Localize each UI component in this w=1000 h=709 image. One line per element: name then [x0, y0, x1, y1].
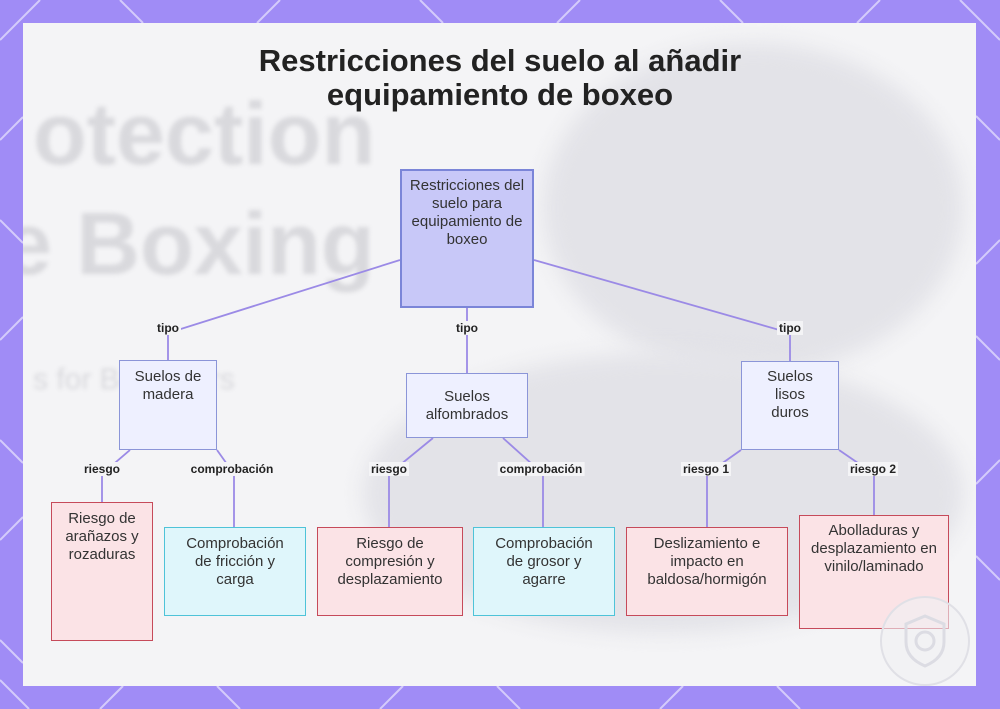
- node-label: Comprobación de fricción y carga: [179, 535, 291, 589]
- link-carpet-check: [503, 438, 543, 527]
- edge-label-riesgo: riesgo: [82, 462, 122, 476]
- edge-label-riesgo: riesgo: [369, 462, 409, 476]
- node-suelos-lisos-duros[interactable]: Suelos lisos duros: [741, 361, 839, 450]
- link-carpet-risk: [389, 438, 433, 527]
- root-node[interactable]: Restricciones del suelo para equipamient…: [400, 169, 534, 308]
- edge-label-tipo: tipo: [454, 321, 480, 335]
- node-label: Suelos lisos duros: [762, 368, 818, 422]
- edge-label-tipo: tipo: [155, 321, 181, 335]
- node-suelos-alfombrados[interactable]: Suelos alfombrados: [406, 373, 528, 438]
- node-comprobacion-friccion[interactable]: Comprobación de fricción y carga: [164, 527, 306, 616]
- node-suelos-madera[interactable]: Suelos de madera: [119, 360, 217, 450]
- shield-icon: [882, 598, 968, 684]
- node-comprobacion-grosor[interactable]: Comprobación de grosor y agarre: [473, 527, 615, 616]
- edge-label-riesgo-1: riesgo 1: [681, 462, 731, 476]
- link-wood-risk: [102, 450, 130, 502]
- node-label: Deslizamiento e impacto en baldosa/hormi…: [643, 535, 771, 589]
- link-hard-risk2: [839, 450, 874, 515]
- node-deslizamiento-impacto[interactable]: Deslizamiento e impacto en baldosa/hormi…: [626, 527, 788, 616]
- watermark-badge: [880, 596, 970, 686]
- node-label: Suelos alfombrados: [411, 388, 523, 424]
- node-label: Suelos de madera: [124, 368, 212, 404]
- edge-label-comprobacion: comprobación: [498, 462, 585, 476]
- link-root-hard: [534, 260, 790, 361]
- node-label: Riesgo de compresión y desplazamiento: [328, 535, 452, 589]
- edge-label-riesgo-2: riesgo 2: [848, 462, 898, 476]
- node-riesgo-compresion[interactable]: Riesgo de compresión y desplazamiento: [317, 527, 463, 616]
- node-riesgo-aranazos[interactable]: Riesgo de arañazos y rozaduras: [51, 502, 153, 641]
- node-label: Comprobación de grosor y agarre: [488, 535, 600, 589]
- edge-label-comprobacion: comprobación: [189, 462, 276, 476]
- edge-label-tipo: tipo: [777, 321, 803, 335]
- node-label: Riesgo de arañazos y rozaduras: [56, 510, 148, 564]
- root-node-label: Restricciones del suelo para equipamient…: [406, 177, 528, 249]
- node-label: Abolladuras y desplazamiento en vinilo/l…: [808, 522, 940, 576]
- link-root-wood: [168, 260, 400, 360]
